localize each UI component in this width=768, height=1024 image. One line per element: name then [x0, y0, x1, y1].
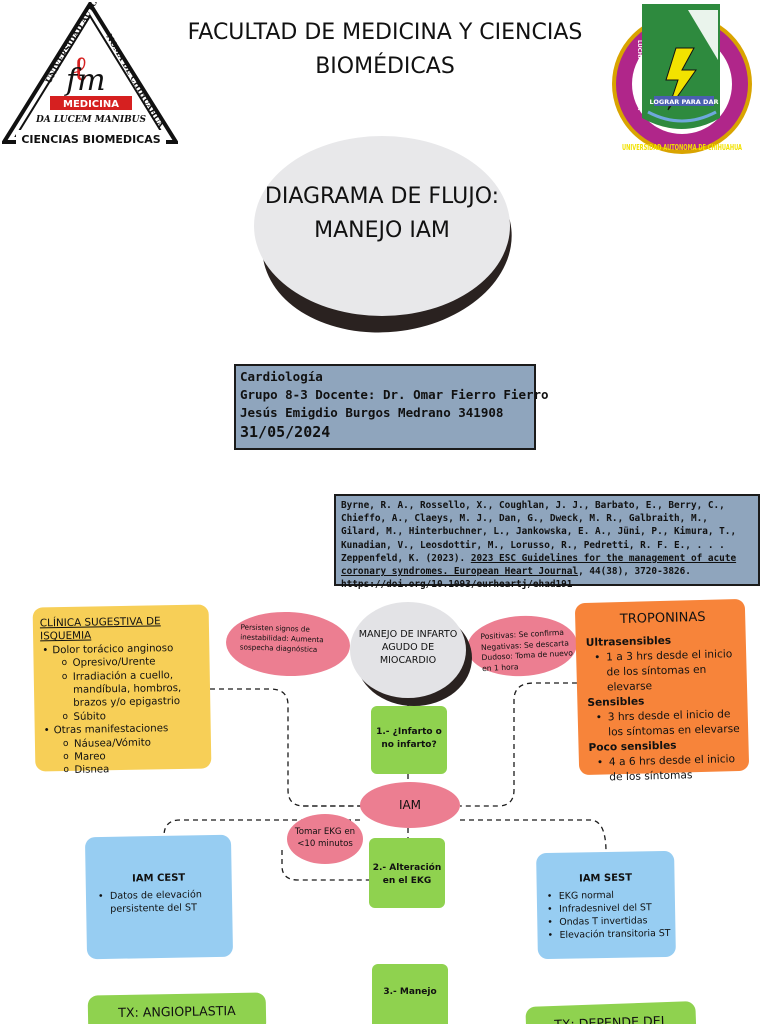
iam-node: IAM — [360, 782, 460, 828]
student-name: Jesús Emigdio Burgos Medrano 341908 — [240, 405, 504, 420]
logo-left-ciencias: CIENCIAS BIOMEDICAS — [21, 133, 160, 146]
troponinas-card: TROPONINAS Ultrasensibles 1 a 3 hrs desd… — [574, 598, 750, 783]
date: 31/05/2024 — [240, 423, 331, 441]
reference-doi[interactable]: https://doi.org/10.1093/eurheartj/ehad19… — [341, 579, 573, 591]
logo-left-lema: DA LUCEM MANIBUS — [35, 115, 147, 125]
page-title: FACULTAD DE MEDICINA Y CIENCIAS BIOMÉDIC… — [170, 16, 600, 84]
clinica-heading: CLÍNICA SUGESTIVA DE ISQUEMIA — [39, 615, 161, 643]
diagram-title-line-2: MANEJO IAM — [314, 218, 450, 243]
iam-cest-item: Datos de elevación persistente del ST — [92, 888, 226, 916]
ekg-pill: Tomar EKG en <10 minutos — [287, 814, 363, 864]
reference-title-link[interactable]: 2023 ESC Guidelines for the management o… — [341, 552, 737, 578]
logo-right-arc: UNIVERSIDAD AUTONOMA DE CHIHUAHUA — [622, 143, 743, 152]
iam-sest-heading: IAM SEST — [578, 872, 633, 885]
iam-sest-card: IAM SEST EKG normal Infradesnivel del ST… — [536, 850, 676, 960]
tx-angioplastia-card: TX: ANGIOPLASTIA — [87, 992, 267, 1024]
reference-authors: Byrne, R. A., Rossello, X., Coughlan, J.… — [341, 500, 737, 564]
course-name: Cardiología — [240, 369, 323, 384]
iam-sest-item: Elevación transitoria ST — [541, 927, 671, 942]
clinica-sub-item: Disnea — [42, 762, 205, 778]
troponinas-heading: TROPONINAS — [619, 609, 706, 628]
troponinas-item: 1 a 3 hrs desde el inicio de los síntoma… — [586, 647, 742, 696]
ekg-line-1: Tomar EKG en — [294, 827, 356, 837]
title-line-2: BIOMÉDICAS — [315, 54, 455, 79]
diagram-title-line-1: DIAGRAMA DE FLUJO: — [264, 184, 500, 209]
logo-right-side: LUCHAR PARA LOGRAR — [636, 40, 642, 111]
troponinas-item: 4 a 6 hrs desde el inicio de los síntoma… — [589, 752, 745, 786]
manejo-iam-label: MANEJO DE INFARTO AGUDO DE MIOCARDIO — [350, 628, 466, 667]
course-info-box: Cardiología Grupo 8-3 Docente: Dr. Omar … — [234, 364, 549, 450]
medicina-logo: UNIVERSIDAD AUTO NOMA DE CHIHUAHUA ℓ fm … — [2, 2, 178, 146]
iam-cest-heading: IAM CEST — [132, 872, 186, 885]
logo-right-banner: LOGRAR PARA DAR — [649, 98, 718, 106]
logo-left-medicina: MEDICINA — [63, 99, 119, 110]
troponinas-item: 3 hrs desde el inicio de los síntomas en… — [588, 707, 744, 741]
svg-text:ℓ: ℓ — [74, 49, 87, 89]
step-3-node: 3.- Manejo — [372, 964, 448, 1024]
title-blob — [254, 136, 510, 316]
manejo-line-3: MIOCARDIO — [379, 655, 437, 666]
svg-text:fm: fm — [64, 63, 106, 98]
step-1-node: 1.- ¿Infarto o no infarto? — [371, 706, 447, 774]
diagram-title: DIAGRAMA DE FLUJO: MANEJO IAM — [254, 180, 510, 248]
group-teacher: Grupo 8-3 Docente: Dr. Omar Fierro Fierr… — [240, 387, 549, 402]
step-2-node: 2.- Alteración en el EKG — [369, 838, 445, 908]
reference-volume: , 44(38), 3720-3826. — [578, 566, 691, 578]
iam-cest-card: IAM CEST Datos de elevación persistente … — [84, 834, 234, 960]
reference-box: Byrne, R. A., Rossello, X., Coughlan, J.… — [334, 494, 760, 590]
manejo-iam-node — [350, 602, 466, 698]
title-line-1: FACULTAD DE MEDICINA Y CIENCIAS — [187, 20, 583, 45]
manejo-line-2: AGUDO DE — [381, 642, 435, 653]
manejo-line-1: MANEJO DE INFARTO — [358, 629, 458, 640]
clinica-sub-item: Irradiación a cuello, mandíbula, hombros… — [41, 668, 205, 711]
clinica-isquemia-card: CLÍNICA SUGESTIVA DE ISQUEMIA Dolor torá… — [32, 604, 212, 776]
uach-logo: LOGRAR PARA DAR LUCHAR PARA LOGRAR UNIVE… — [612, 4, 752, 154]
ekg-line-2: <10 minutos — [297, 839, 353, 849]
